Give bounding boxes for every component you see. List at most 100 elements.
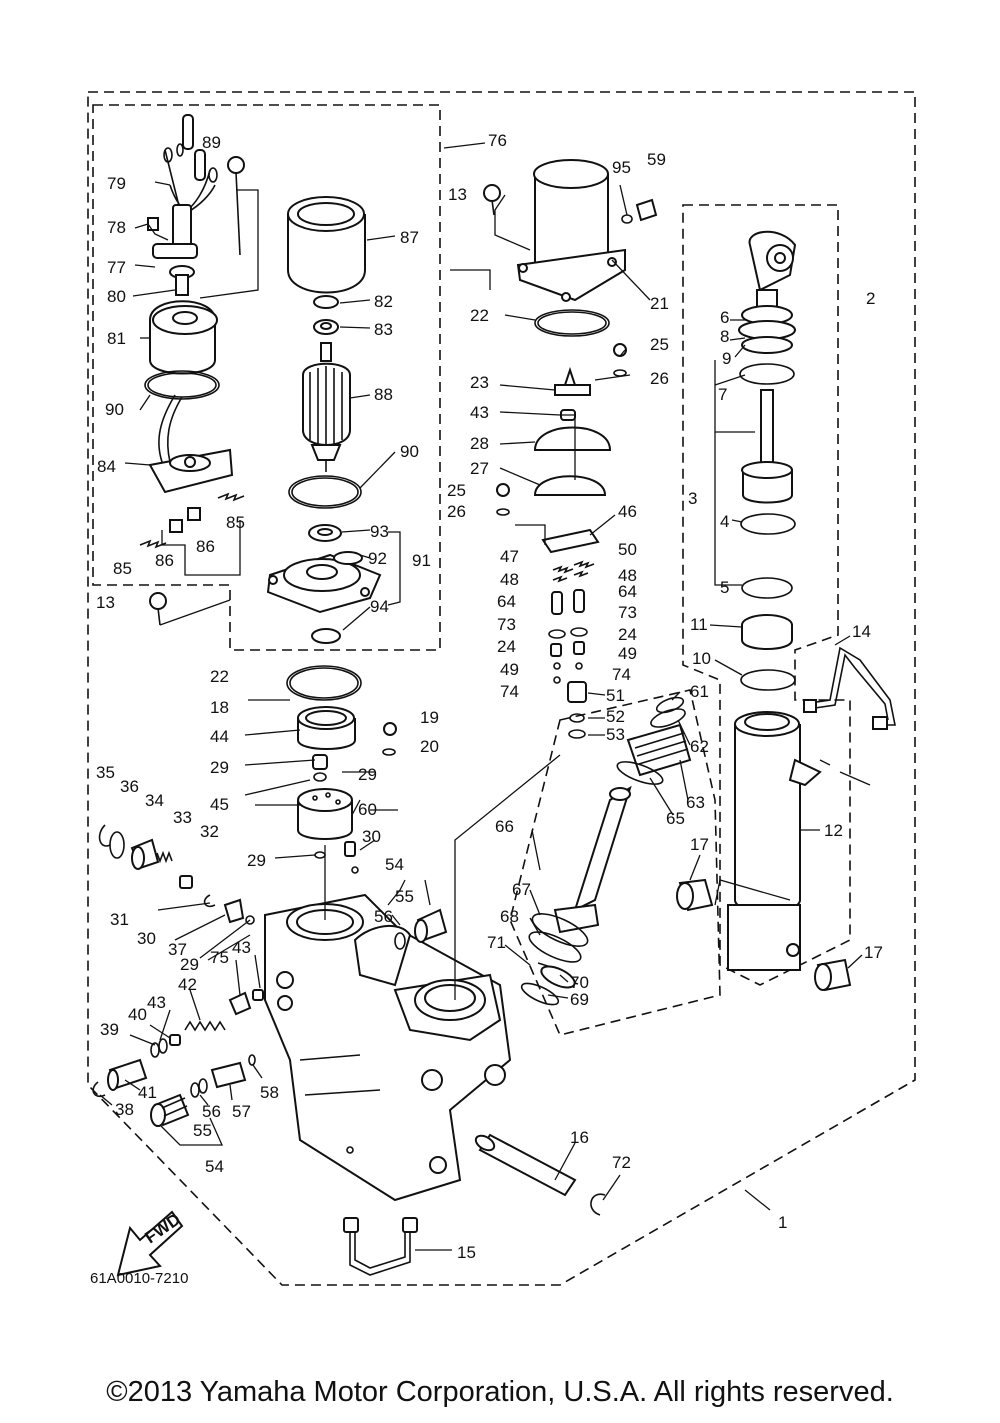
label-71: 71 (487, 933, 506, 952)
label-11: 11 (690, 615, 708, 634)
label-13b: 13 (96, 593, 115, 612)
label-34: 34 (145, 791, 164, 810)
label-95: 95 (612, 158, 631, 177)
label-67: 67 (512, 880, 531, 899)
label-73b: 73 (618, 603, 637, 622)
label-74a: 74 (500, 682, 519, 701)
label-64a: 64 (497, 592, 516, 611)
label-78: 78 (107, 218, 126, 237)
label-59: 59 (647, 150, 666, 169)
label-47: 47 (500, 547, 519, 566)
label-56a: 56 (374, 907, 393, 926)
pipe-parts (343, 1217, 418, 1276)
label-58: 58 (260, 1083, 279, 1102)
label-43c: 43 (470, 403, 489, 422)
label-40: 40 (128, 1005, 147, 1024)
label-57: 57 (232, 1102, 251, 1121)
label-36: 36 (120, 777, 139, 796)
label-85a: 85 (226, 513, 245, 532)
label-69: 69 (570, 990, 589, 1009)
label-43a: 43 (147, 993, 166, 1012)
label-31: 31 (110, 910, 129, 929)
label-37: 37 (168, 940, 187, 959)
label-63: 63 (686, 793, 705, 812)
label-2: 2 (866, 289, 875, 308)
label-39: 39 (100, 1020, 119, 1039)
fwd-arrow-icon: FWD (116, 1210, 184, 1277)
label-7: 7 (718, 385, 727, 404)
label-50: 50 (618, 540, 637, 559)
label-35: 35 (96, 763, 115, 782)
label-42: 42 (178, 975, 197, 994)
label-21: 21 (650, 294, 669, 313)
leader-lines (99, 142, 871, 1251)
pump-housing-parts (264, 893, 606, 1216)
label-55a: 55 (395, 887, 414, 906)
valve-assembly-boundary (509, 689, 721, 1036)
label-43b: 43 (232, 938, 251, 957)
label-24b: 24 (618, 625, 637, 644)
label-62: 62 (690, 737, 709, 756)
label-3: 3 (688, 489, 697, 508)
label-22a: 22 (470, 306, 489, 325)
drawing-code: 61A0010-7210 (90, 1270, 188, 1287)
label-86a: 86 (155, 551, 174, 570)
label-79: 79 (107, 174, 126, 193)
label-17b: 17 (864, 943, 883, 962)
label-1: 1 (778, 1213, 787, 1232)
label-66: 66 (495, 817, 514, 836)
label-17a: 17 (690, 835, 709, 854)
label-46: 46 (618, 502, 637, 521)
label-44: 44 (210, 727, 229, 746)
label-25b: 25 (447, 481, 466, 500)
label-52: 52 (606, 707, 625, 726)
manual-valve-parts (92, 824, 448, 1127)
label-29a: 29 (210, 758, 229, 777)
copyright-notice: ©2013 Yamaha Motor Corporation, U.S.A. A… (106, 1376, 894, 1408)
label-75: 75 (210, 948, 229, 967)
label-48b: 48 (618, 566, 637, 585)
label-24a: 24 (497, 637, 516, 656)
label-30b: 30 (137, 929, 156, 948)
label-54a: 54 (385, 855, 404, 874)
label-91: 91 (412, 551, 431, 570)
motor-assembly-boundary (92, 104, 441, 651)
label-73a: 73 (497, 615, 516, 634)
label-41: 41 (138, 1083, 157, 1102)
label-92: 92 (368, 549, 387, 568)
label-68: 68 (500, 907, 519, 926)
label-64b: 64 (618, 582, 637, 601)
label-13a: 13 (448, 185, 467, 204)
label-87: 87 (400, 228, 419, 247)
label-49a: 49 (500, 660, 519, 679)
cylinder-assembly-boundary (682, 204, 851, 986)
label-12: 12 (824, 821, 843, 840)
label-38: 38 (115, 1100, 134, 1119)
label-30a: 30 (362, 827, 381, 846)
label-45: 45 (210, 795, 229, 814)
outer-boundary (87, 91, 916, 1286)
label-33: 33 (173, 808, 192, 827)
label-16: 16 (570, 1128, 589, 1147)
label-70: 70 (570, 973, 589, 992)
label-29b: 29 (358, 765, 377, 784)
valve-parts (286, 665, 692, 1006)
label-76: 76 (488, 131, 507, 150)
label-27: 27 (470, 459, 489, 478)
label-82: 82 (374, 292, 393, 311)
label-60: 60 (358, 800, 377, 819)
label-90a: 90 (105, 400, 124, 419)
motor-parts (139, 114, 382, 644)
label-9: 9 (722, 349, 731, 368)
label-80: 80 (107, 287, 126, 306)
label-14: 14 (852, 622, 871, 641)
label-51: 51 (606, 686, 625, 705)
label-54b: 54 (205, 1157, 224, 1176)
label-18: 18 (210, 698, 229, 717)
label-90b: 90 (400, 442, 419, 461)
label-56b: 56 (202, 1102, 221, 1121)
tilt-cylinder-parts (676, 230, 896, 992)
label-94: 94 (370, 597, 389, 616)
label-32: 32 (200, 822, 219, 841)
